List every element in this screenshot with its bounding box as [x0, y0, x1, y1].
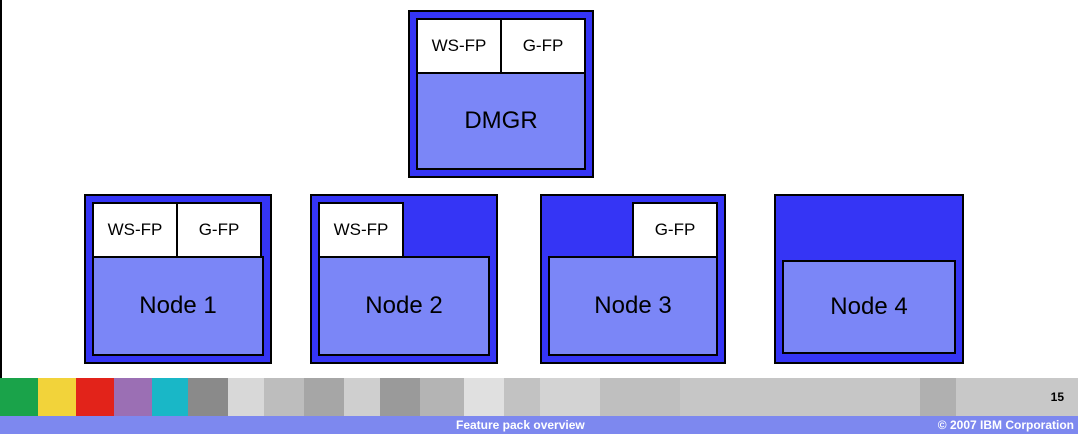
node-1-g-fp: G-FP: [176, 202, 262, 258]
slide-footer: 15 Feature pack overview © 2007 IBM Corp…: [0, 378, 1078, 434]
node-1-label: Node 1: [92, 256, 264, 356]
node-2-box: WS-FP Node 2: [310, 194, 498, 364]
node-4-label: Node 4: [782, 260, 956, 354]
footer-copyright: © 2007 IBM Corporation: [937, 418, 1074, 432]
node-1-box: WS-FP G-FP Node 1: [84, 194, 272, 364]
left-border-line: [0, 0, 2, 378]
footer-title: Feature pack overview: [456, 418, 585, 432]
dmgr-g-fp: G-FP: [500, 18, 586, 74]
node-3-label: Node 3: [548, 256, 718, 356]
page-number: 15: [1050, 390, 1064, 404]
dmgr-label: DMGR: [416, 72, 586, 170]
node-3-box: G-FP Node 3: [540, 194, 726, 364]
decorative-image-strip: [0, 378, 1078, 416]
node-3-g-fp: G-FP: [632, 202, 718, 258]
node-2-label: Node 2: [318, 256, 490, 356]
footer-bar: Feature pack overview © 2007 IBM Corpora…: [0, 416, 1078, 434]
dmgr-ws-fp: WS-FP: [416, 18, 502, 74]
dmgr-box: WS-FP G-FP DMGR: [408, 10, 594, 178]
node-1-ws-fp: WS-FP: [92, 202, 178, 258]
node-4-box: Node 4: [774, 194, 964, 364]
node-2-ws-fp: WS-FP: [318, 202, 404, 258]
